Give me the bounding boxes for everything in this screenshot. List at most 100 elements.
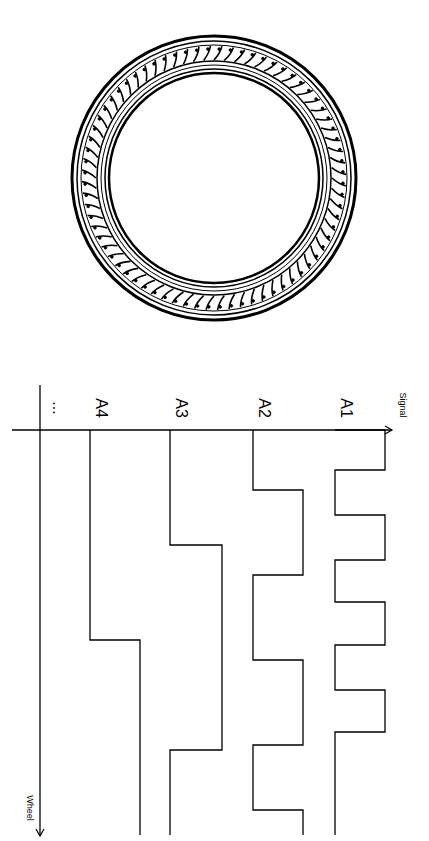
tread-dot (93, 128, 96, 131)
tread-stroke (328, 209, 339, 220)
tread-dot (332, 127, 335, 130)
tread-dot (174, 54, 177, 57)
tread-stroke (325, 218, 335, 230)
tread-dot (272, 62, 275, 65)
tread-stroke (290, 82, 305, 87)
tread-stroke (145, 66, 147, 82)
tread-dot (196, 305, 199, 308)
tread-stroke (218, 296, 225, 310)
tread-stroke (311, 109, 327, 111)
tread-stroke (332, 188, 345, 197)
tread-dot (327, 117, 330, 120)
tread-stroke (86, 147, 98, 157)
tread-stroke (118, 87, 123, 102)
wheel-axis (39, 385, 40, 836)
tread-stroke (174, 52, 177, 68)
tread-dot (195, 49, 198, 52)
tread-dot (263, 296, 266, 299)
tread-stroke (88, 215, 104, 218)
tread-dot (339, 204, 342, 207)
tread-dot (118, 264, 121, 267)
tread-dot (341, 159, 344, 162)
tread-dot (99, 237, 102, 240)
tread-stroke (82, 182, 96, 189)
tread-dot (282, 68, 285, 71)
tread-dot (336, 215, 339, 218)
tread-stroke (264, 62, 277, 71)
tread-dot (85, 194, 88, 197)
tread-dot (262, 57, 265, 60)
tread-dot (292, 279, 295, 282)
tread-dot (104, 108, 107, 111)
tread-stroke (96, 236, 112, 237)
tread-dot (98, 118, 101, 121)
tread-stroke (325, 138, 341, 141)
tread-dot (251, 54, 254, 57)
tread-dot (135, 279, 138, 282)
tread-stroke (332, 178, 346, 186)
tread-dot (327, 236, 330, 239)
tread-stroke (330, 199, 342, 209)
signal-a2-waveform (253, 430, 303, 835)
ellipsis-label: ... (50, 401, 66, 414)
signal-a4-waveform (90, 430, 140, 835)
tread-stroke (304, 254, 309, 269)
tread-dot (90, 216, 93, 219)
tread-stroke (194, 47, 199, 62)
tread-stroke (184, 49, 188, 64)
tread-dot (342, 171, 345, 174)
tread-dot (174, 300, 177, 303)
tread-stroke (214, 46, 222, 60)
tread-dot (87, 205, 90, 208)
tread-stroke (83, 159, 96, 168)
tread-dot (134, 75, 137, 78)
tread-dot (230, 305, 233, 308)
tread-dot (84, 172, 87, 175)
tread-dot (87, 149, 90, 152)
tread-stroke (273, 68, 287, 76)
tread-dot (219, 306, 222, 309)
tread-pattern (82, 46, 346, 310)
tread-dot (321, 107, 324, 110)
tread-stroke (254, 57, 266, 67)
tread-dot (282, 285, 285, 288)
signal-a3-waveform (170, 430, 222, 835)
tread-stroke (316, 237, 324, 251)
tread-dot (322, 246, 325, 249)
tread-dot (240, 51, 243, 54)
tread-stroke (206, 296, 214, 310)
tread-dot (315, 255, 318, 258)
tread-stroke (132, 275, 146, 282)
tread-stroke (162, 289, 174, 299)
tread-stroke (224, 47, 233, 60)
tread-stroke (123, 268, 138, 273)
tire-illustration (72, 36, 356, 320)
signal-label: A3 (173, 398, 189, 418)
tread-stroke (321, 228, 330, 241)
tread-dot (185, 303, 188, 306)
tread-dot (273, 291, 276, 294)
tread-dot (90, 138, 93, 141)
tread-stroke (102, 245, 118, 247)
tread-dot (336, 138, 339, 141)
axes (12, 385, 392, 836)
tread-dot (184, 51, 187, 54)
signal-a1-waveform (335, 430, 385, 835)
tread-dot (85, 160, 88, 163)
tread-dot (143, 68, 146, 71)
tread-dot (241, 303, 244, 306)
tread-dot (252, 300, 255, 303)
tread-dot (163, 58, 166, 61)
tread-stroke (282, 75, 296, 82)
tread-stroke (104, 105, 112, 119)
tread-stroke (330, 158, 345, 163)
tread-stroke (281, 275, 283, 291)
tread-stroke (311, 246, 318, 260)
signal-label: A1 (338, 398, 354, 418)
tread-dot (342, 182, 345, 185)
tread-dot (104, 246, 107, 249)
waveforms (90, 430, 385, 835)
tread-dot (84, 183, 87, 186)
tread-dot (111, 256, 114, 259)
